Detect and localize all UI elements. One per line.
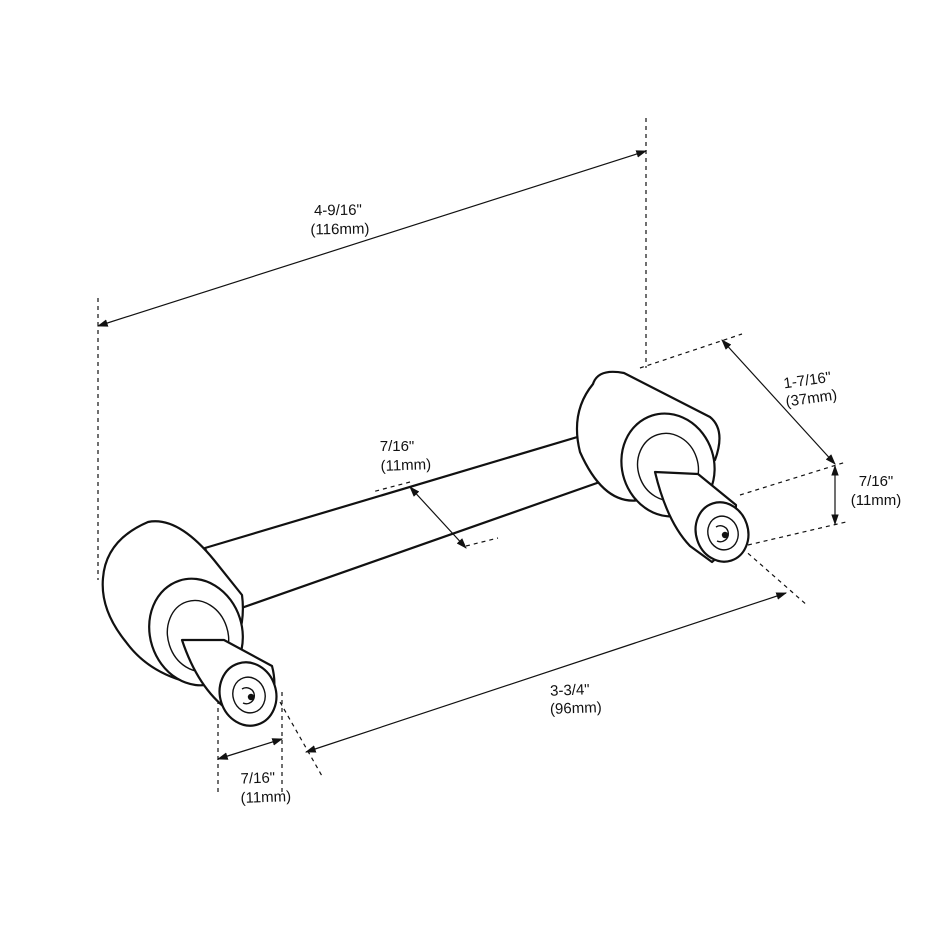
center-to-center-imperial: 3-3/4" [550, 681, 590, 699]
post-diameter-left-metric: (11mm) [240, 788, 291, 807]
post-diameter-left-imperial: 7/16" [240, 769, 275, 787]
overall-length-dimension [96, 150, 648, 327]
right-post [575, 370, 750, 564]
bar-thickness-imperial: 7/16" [380, 438, 415, 455]
bar-thickness-metric: (11mm) [380, 456, 431, 475]
overall-length-metric: (116mm) [310, 220, 369, 238]
center-to-center-dimension [304, 592, 788, 753]
overall-length-imperial: 4-9/16" [314, 202, 362, 220]
projection-imperial: 1-7/16" [782, 369, 832, 392]
projection-dimension [721, 339, 836, 465]
post-diameter-left-dimension [216, 738, 284, 760]
post-diameter-right-imperial: 7/16" [859, 473, 894, 490]
left-post [101, 520, 278, 727]
bar-thickness-dimension [409, 486, 467, 549]
post-diameter-right-metric: (11mm) [851, 492, 902, 509]
dimension-labels: 4-9/16" (116mm) 7/16" (11mm) 1-7/16" (37… [240, 202, 901, 807]
center-to-center-metric: (96mm) [550, 699, 602, 718]
dimension-lines [96, 150, 839, 760]
